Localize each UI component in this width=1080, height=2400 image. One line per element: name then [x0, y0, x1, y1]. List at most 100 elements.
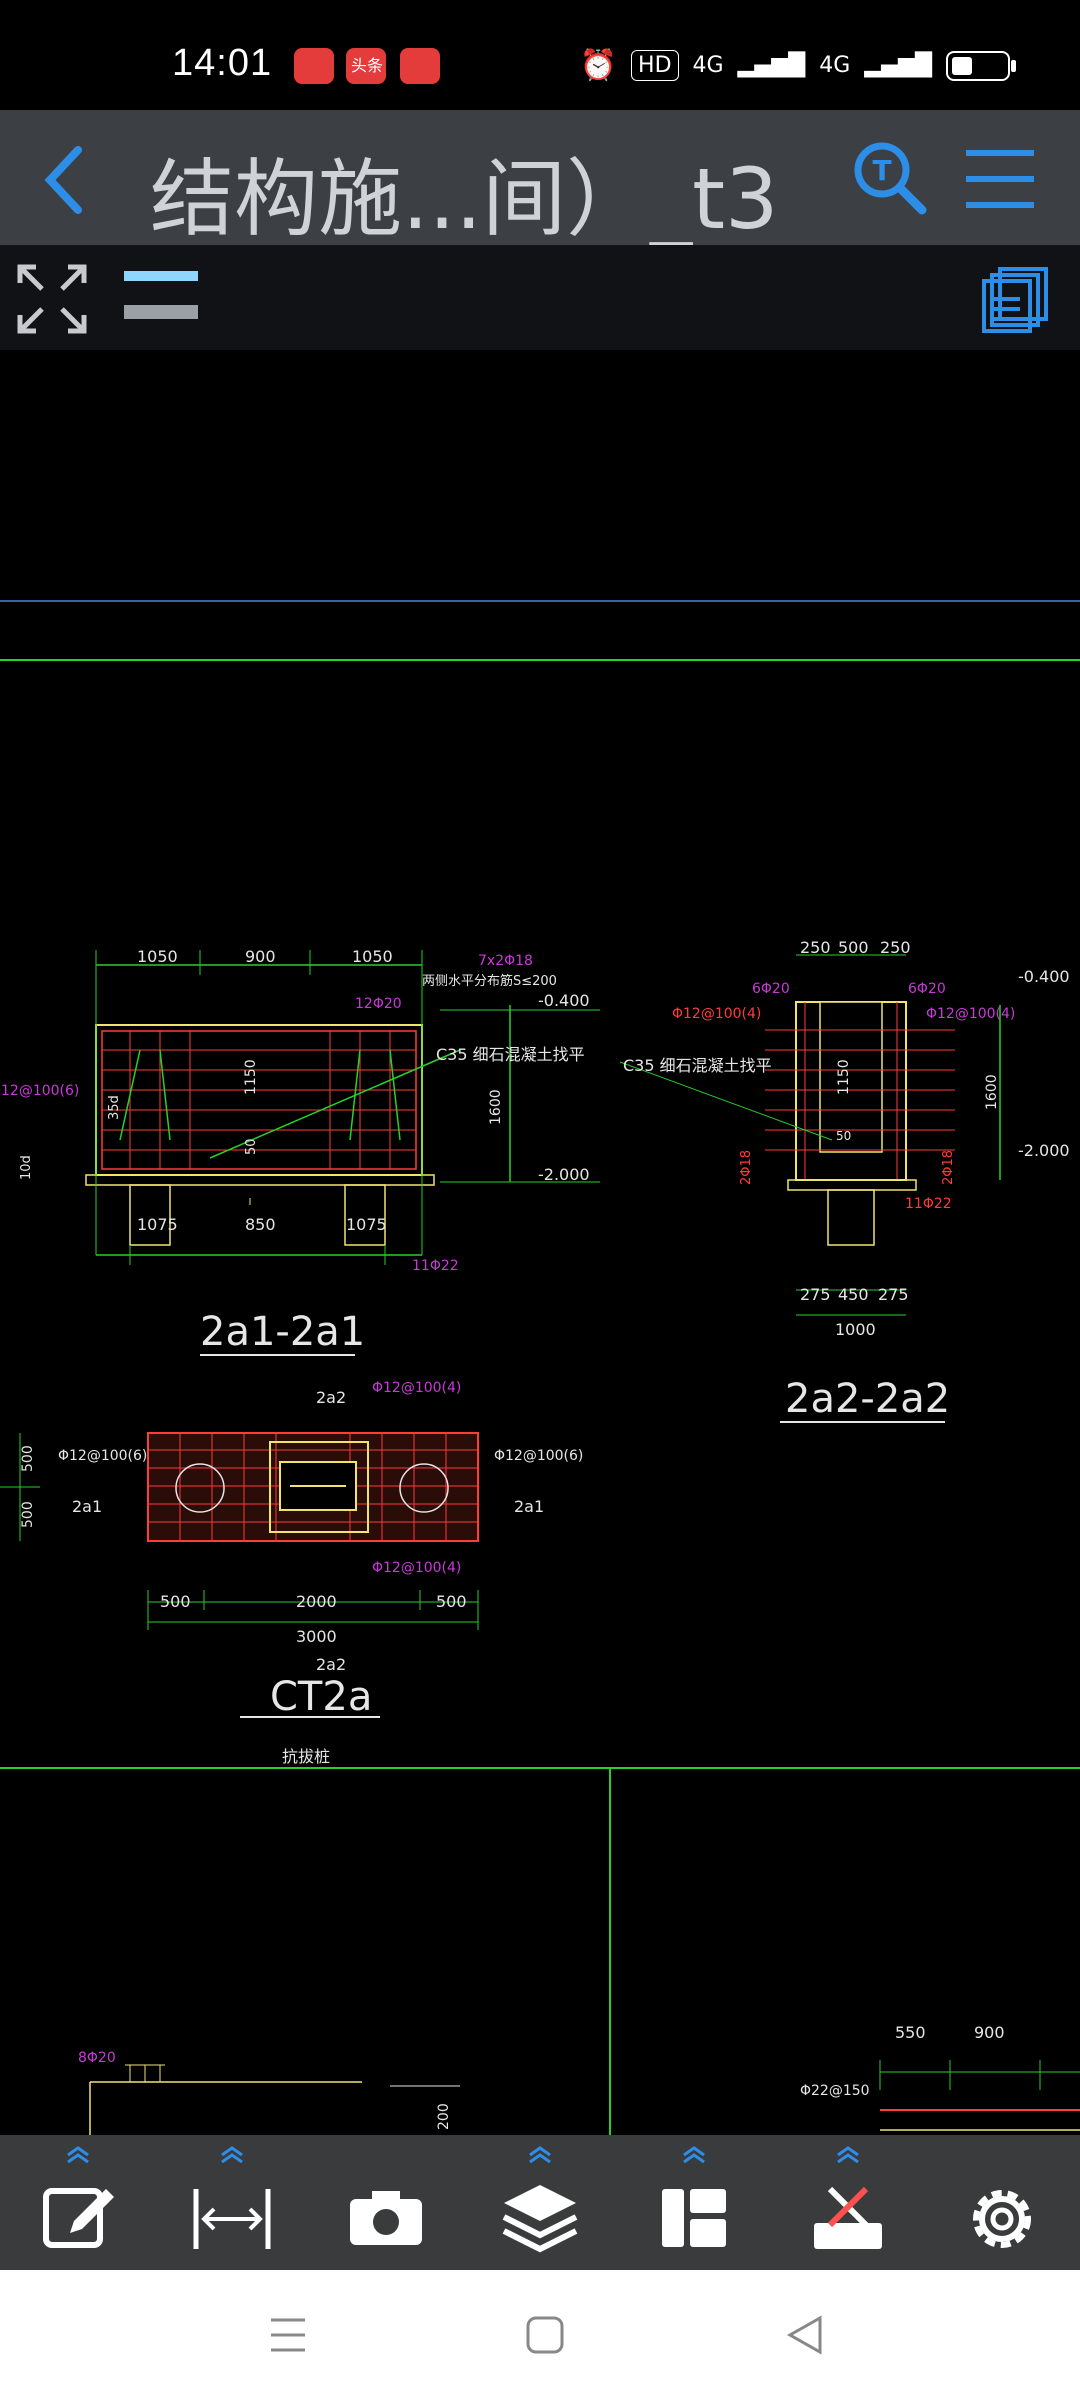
rebar-label: 2Φ18 [941, 1150, 956, 1185]
status-app-icon [346, 48, 386, 84]
dim-label: 1600 [488, 1089, 504, 1125]
rebar-label: Φ12@100(6) [494, 1448, 583, 1464]
signal-icon: ▂▄▆█ [864, 53, 932, 78]
camera-tool-button[interactable] [326, 2145, 446, 2265]
section-marker: 2a2 [316, 1655, 346, 1674]
dim-label: 500 [20, 1501, 36, 1528]
section-marker: 2a1 [72, 1497, 102, 1516]
dim-label: 2000 [296, 1592, 337, 1611]
layout-icon [662, 2189, 726, 2247]
dim-label: 1075 [137, 1215, 178, 1234]
dim-label: 250 [880, 938, 911, 957]
status-time: 14:01 [172, 42, 273, 84]
edit-icon [43, 2188, 114, 2248]
network-indicator: 4G [692, 53, 724, 78]
elevation-label: -2.000 [1018, 1141, 1070, 1160]
dim-label: 1600 [984, 1074, 1000, 1110]
expand-up-icon[interactable] [217, 2145, 247, 2165]
recents-icon[interactable] [263, 2310, 313, 2360]
rebar-label: 11Φ22 [412, 1258, 459, 1274]
dim-label: 200 [436, 2103, 452, 2130]
dim-label: 275 [878, 1285, 909, 1304]
dim-label: 900 [245, 947, 276, 966]
dim-label: 900 [974, 2023, 1005, 2042]
measure-tool-button[interactable] [172, 2145, 292, 2265]
settings-tool-button[interactable] [942, 2145, 1062, 2265]
concrete-note: C35 细石混凝土找平 [436, 1045, 585, 1064]
back-nav-icon[interactable] [780, 2310, 830, 2360]
rebar-label: Φ12@100(4) [372, 1380, 461, 1396]
elevation-label: -0.400 [1018, 967, 1070, 986]
settings-icon [973, 2190, 1031, 2248]
section-marker: 2a1 [514, 1497, 544, 1516]
cad-drawing-canvas[interactable]: 1050 900 1050 1075 850 1075 7x2Φ18 两侧水平分… [0, 350, 1080, 2135]
dim-label: 1150 [243, 1059, 259, 1095]
rebar-label: 11Φ22 [905, 1196, 952, 1212]
toutiao-label: 头条 [351, 56, 384, 75]
system-nav-bar [0, 2270, 1080, 2400]
expand-up-icon[interactable] [679, 2145, 709, 2165]
edit-tool-button[interactable] [18, 2145, 138, 2265]
expand-up-icon[interactable] [63, 2145, 93, 2165]
network-indicator: 4G [819, 53, 851, 78]
measure-icon [193, 2189, 271, 2249]
rebar-label: 2Φ18 [739, 1150, 754, 1185]
status-app-icon [400, 48, 440, 84]
concrete-note: C35 细石混凝土找平 [623, 1056, 772, 1075]
rebar-label: 12Φ20 [355, 996, 402, 1012]
pages-icon[interactable] [980, 265, 1050, 335]
dim-label: 275 [800, 1285, 831, 1304]
tools-icon [814, 2186, 882, 2249]
rebar-label: 6Φ20 [752, 981, 790, 997]
dim-label: 1050 [352, 947, 393, 966]
dim-label: 1150 [836, 1059, 852, 1095]
toolbox-tool-button[interactable] [788, 2145, 908, 2265]
rebar-label: 6Φ20 [908, 981, 946, 997]
line-style-icon[interactable] [124, 267, 198, 327]
dim-label: 850 [245, 1215, 276, 1234]
rebar-label: Φ12@100(4) [672, 1006, 761, 1022]
dim-label: 250 [800, 938, 831, 957]
dim-label: 50 [244, 1138, 259, 1155]
section-2a2: 250 500 250 275 450 275 1000 6Φ20 6Φ20 -… [619, 938, 1070, 1423]
dim-label: 500 [20, 1445, 36, 1472]
elevation-label: -2.000 [538, 1165, 590, 1184]
note-label: 两侧水平分布筋S≤200 [422, 973, 557, 989]
expand-up-icon[interactable] [525, 2145, 555, 2165]
rebar-label: 7x2Φ18 [478, 953, 533, 969]
status-bar: 14:01 头条 ⏰ HD 4G ▂▄▆█ 4G ▂▄▆█ [0, 0, 1080, 110]
dim-label: 35d [107, 1095, 122, 1120]
hamburger-menu-icon[interactable] [960, 146, 1040, 212]
dim-label: 450 [838, 1285, 869, 1304]
dim-label: 500 [436, 1592, 467, 1611]
fullscreen-icon[interactable] [16, 263, 88, 335]
plan-subtitle: 抗拔桩 [282, 1747, 330, 1766]
layers-tool-button[interactable] [480, 2145, 600, 2265]
plan-title: CT2a [270, 1674, 372, 1720]
home-icon[interactable] [520, 2310, 570, 2360]
bottom-toolbar [0, 2135, 1080, 2270]
section-title: 2a2-2a2 [785, 1376, 950, 1422]
svg-text:T: T [872, 154, 891, 187]
rebar-label: Φ12@100(4) [926, 1006, 1015, 1022]
section-title: 2a1-2a1 [200, 1309, 365, 1355]
dim-label: 10d [19, 1155, 34, 1180]
rebar-label: 8Φ20 [78, 2050, 116, 2066]
dim-label: 500 [160, 1592, 191, 1611]
layers-icon [502, 2185, 578, 2253]
plan-ct2a: 500 2000 500 3000 500 500 2a2 2a2 2a1 2a… [0, 1380, 583, 1766]
dim-label: 3000 [296, 1627, 337, 1646]
dim-label: 1050 [137, 947, 178, 966]
camera-icon [350, 2191, 422, 2245]
back-icon[interactable] [38, 140, 98, 214]
page-title: 结构施...间）_t3 [150, 150, 779, 248]
alarm-icon: ⏰ [579, 48, 618, 83]
rebar-label: Φ12@100(4) [372, 1560, 461, 1576]
section-marker: 2a2 [316, 1388, 346, 1407]
dim-label: 1075 [346, 1215, 387, 1234]
rebar-label: Φ22@150 [800, 2083, 870, 2099]
section-2a1: 1050 900 1050 1075 850 1075 7x2Φ18 两侧水平分… [0, 947, 600, 1356]
expand-up-icon[interactable] [833, 2145, 863, 2165]
layout-tool-button[interactable] [634, 2145, 754, 2265]
text-search-icon[interactable]: T [850, 138, 930, 218]
